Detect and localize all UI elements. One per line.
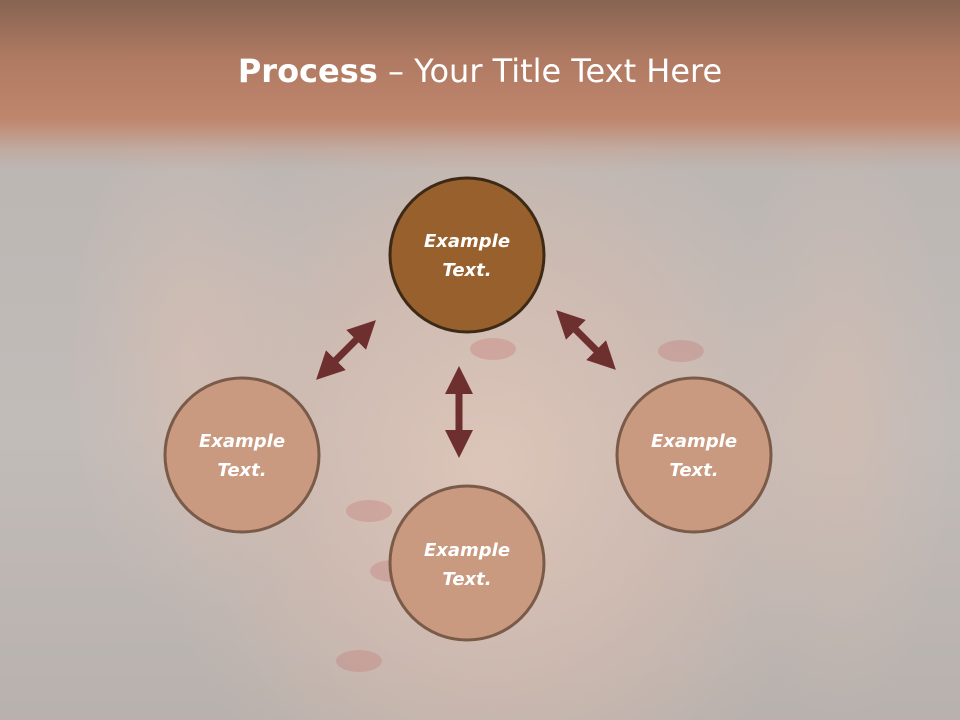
title-bold: Process (237, 52, 378, 90)
arrow-top-right (556, 310, 616, 370)
node-right-line2: Text. (669, 460, 718, 481)
title-rest: – Your Title Text Here (377, 52, 723, 90)
node-bottom-circle (388, 484, 546, 642)
node-top-line1: Example (424, 231, 510, 252)
slide-title[interactable]: Process – Your Title Text Here (0, 52, 960, 90)
title-banner (0, 0, 960, 170)
lipstick-mark (658, 340, 704, 362)
node-left-line1: Example (199, 431, 285, 452)
node-left[interactable]: Example Text. (163, 376, 321, 534)
lipstick-mark (336, 650, 382, 672)
node-bottom-line2: Text. (442, 569, 491, 590)
node-right[interactable]: Example Text. (615, 376, 773, 534)
node-left-circle (163, 376, 321, 534)
node-bottom[interactable]: Example Text. (388, 484, 546, 642)
node-right-line1: Example (651, 431, 737, 452)
node-top-line2: Text. (442, 260, 491, 281)
lipstick-mark (470, 338, 516, 360)
node-top-circle (388, 176, 546, 334)
lipstick-mark (346, 500, 392, 522)
node-top[interactable]: Example Text. (388, 176, 546, 334)
node-left-line2: Text. (217, 460, 266, 481)
node-right-circle (615, 376, 773, 534)
node-bottom-line1: Example (424, 540, 510, 561)
arrow-top-left (316, 320, 376, 380)
